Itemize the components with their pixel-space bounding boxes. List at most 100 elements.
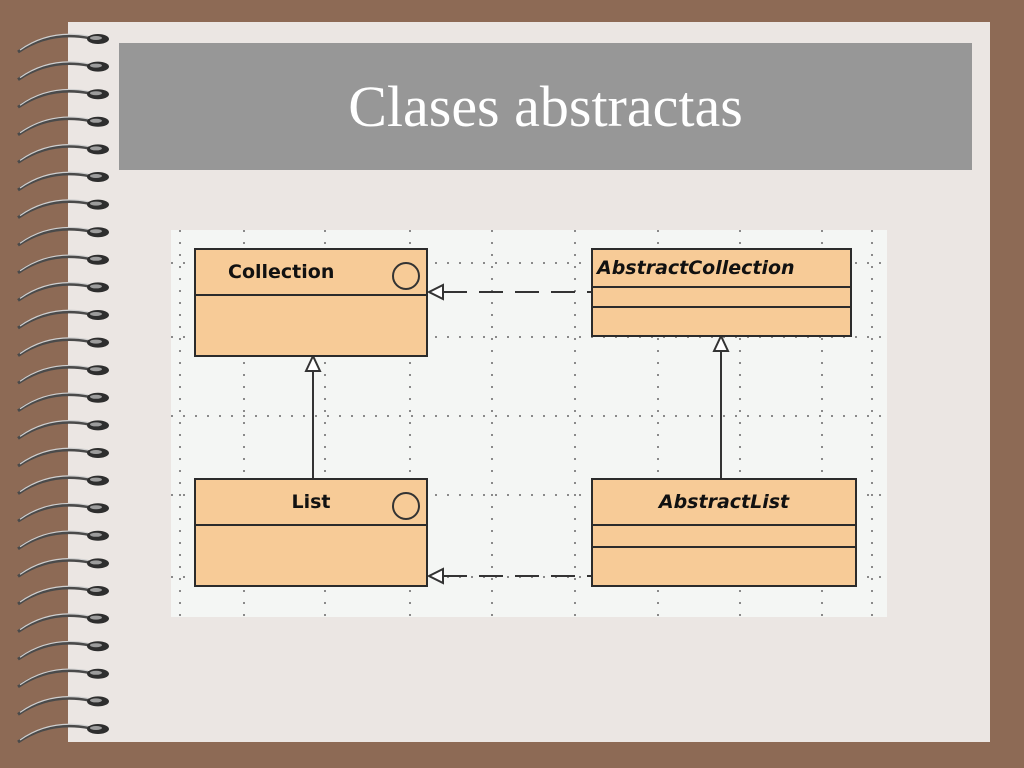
grid-dot <box>783 415 785 417</box>
uml-diagram: Collection AbstractCollection List Abstr… <box>171 230 887 617</box>
grid-dot <box>179 506 181 508</box>
grid-dot <box>657 434 659 436</box>
spiral-ring-highlight <box>19 226 89 244</box>
spiral-hole-shine <box>90 256 102 261</box>
grid-dot <box>491 578 493 580</box>
grid-dot <box>409 398 411 400</box>
grid-dot <box>821 386 823 388</box>
grid-dot <box>491 266 493 268</box>
grid-dot <box>821 410 823 412</box>
spiral-ring-highlight <box>19 144 89 161</box>
grid-dot <box>491 602 493 604</box>
grid-dot <box>747 415 749 417</box>
grid-dot <box>491 446 493 448</box>
grid-dot <box>491 542 493 544</box>
grid-dot <box>627 415 629 417</box>
grid-dot <box>179 518 181 520</box>
grid-dot <box>574 302 576 304</box>
grid-dot <box>491 482 493 484</box>
grid-dot <box>819 336 821 338</box>
grid-dot <box>574 578 576 580</box>
grid-dot <box>871 554 873 556</box>
grid-dot <box>867 494 869 496</box>
grid-dot <box>179 278 181 280</box>
grid-dot <box>267 415 269 417</box>
spiral-hole-shine <box>90 201 102 206</box>
spiral-hole-shine <box>90 505 102 510</box>
grid-dot <box>179 542 181 544</box>
grid-dot <box>324 458 326 460</box>
grid-dot <box>324 386 326 388</box>
grid-dot <box>483 494 485 496</box>
grid-dot <box>471 494 473 496</box>
grid-dot <box>491 566 493 568</box>
grid-dot <box>657 590 659 592</box>
grid-dot <box>179 446 181 448</box>
grid-dot <box>657 602 659 604</box>
grid-dot <box>871 302 873 304</box>
realization-arrow-top <box>426 283 444 301</box>
grid-dot <box>324 374 326 376</box>
grid-dot <box>739 338 741 340</box>
grid-dot <box>879 576 881 578</box>
grid-dot <box>219 415 221 417</box>
grid-dot <box>574 494 576 496</box>
spiral-ring <box>17 531 91 551</box>
spiral-ring <box>17 420 91 440</box>
spiral-ring-highlight <box>19 116 89 134</box>
class-label-abstract-list: AbstractList <box>658 491 790 513</box>
grid-dot <box>867 576 869 578</box>
grid-dot <box>324 362 326 364</box>
grid-dot <box>579 576 581 578</box>
grid-dot <box>491 494 493 496</box>
grid-dot <box>699 336 701 338</box>
grid-dot <box>871 254 873 256</box>
grid-dot <box>179 290 181 292</box>
grid-dot <box>409 242 411 244</box>
class-attributes-compartment <box>593 288 850 308</box>
grid-dot <box>491 362 493 364</box>
grid-dot <box>871 398 873 400</box>
grid-dot <box>574 470 576 472</box>
grid-dot <box>574 458 576 460</box>
grid-dot <box>574 590 576 592</box>
spiral-ring <box>17 34 91 54</box>
grid-dot <box>243 398 245 400</box>
grid-dot <box>519 336 521 338</box>
grid-dot <box>574 518 576 520</box>
grid-dot <box>491 398 493 400</box>
spiral-ring-highlight <box>19 282 89 299</box>
grid-dot <box>657 470 659 472</box>
spiral-ring <box>17 117 91 137</box>
grid-dot <box>543 336 545 338</box>
grid-dot <box>821 338 823 340</box>
grid-dot <box>574 482 576 484</box>
grid-dot <box>491 278 493 280</box>
spiral-ring <box>17 614 91 633</box>
grid-dot <box>831 415 833 417</box>
grid-dot <box>531 415 533 417</box>
spiral-ring <box>17 282 91 302</box>
grid-dot <box>459 494 461 496</box>
slide-title: Clases abstractas <box>348 74 743 139</box>
grid-dot <box>821 446 823 448</box>
spiral-ring <box>17 669 91 689</box>
grid-dot <box>471 262 473 264</box>
grid-dot <box>639 415 641 417</box>
grid-dot <box>339 415 341 417</box>
spiral-ring-highlight <box>19 337 89 355</box>
spiral-ring-highlight <box>19 199 89 217</box>
grid-dot <box>179 338 181 340</box>
spiral-ring-highlight <box>19 640 89 658</box>
grid-dot <box>574 410 576 412</box>
grid-dot <box>657 410 659 412</box>
spiral-hole-shine <box>90 698 102 703</box>
grid-dot <box>327 415 329 417</box>
grid-dot <box>574 338 576 340</box>
spiral-hole-shine <box>90 560 102 565</box>
grid-dot <box>447 415 449 417</box>
grid-dot <box>324 242 326 244</box>
grid-dot <box>657 422 659 424</box>
grid-dot <box>871 278 873 280</box>
grid-dot <box>179 326 181 328</box>
